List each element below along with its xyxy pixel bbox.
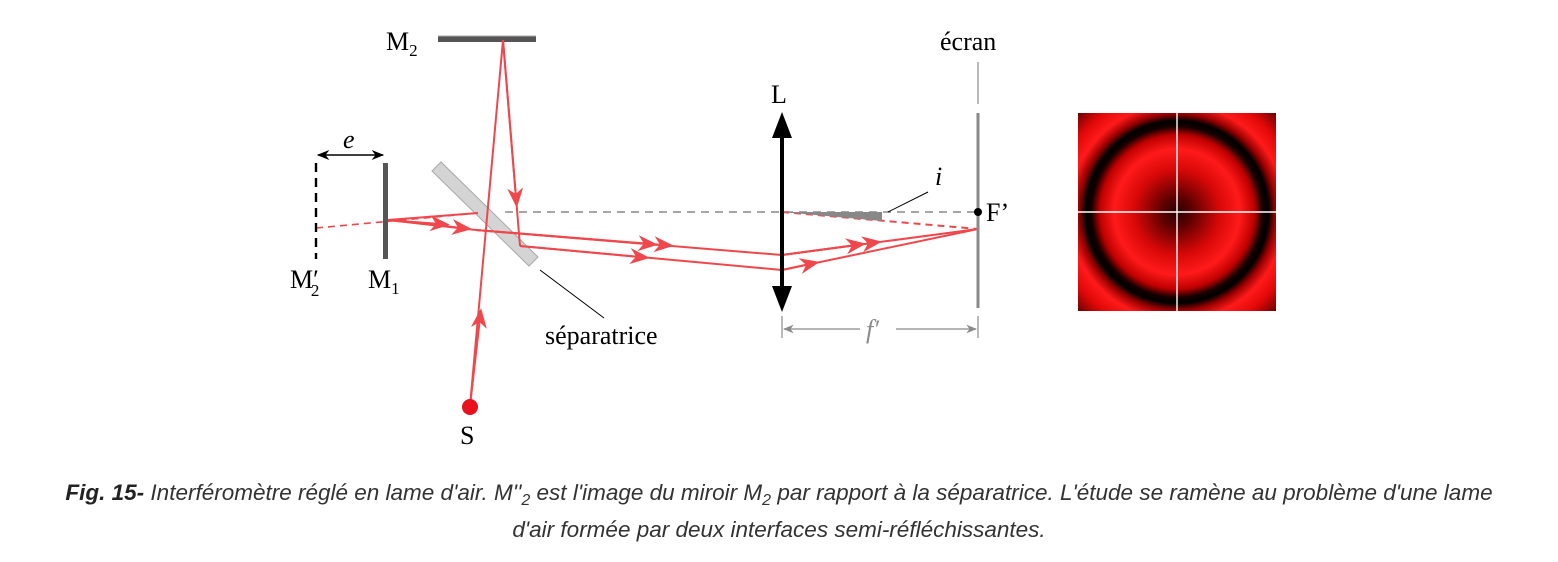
focal-point-f — [974, 208, 982, 216]
lens-l — [772, 112, 792, 312]
focal-length-dimension — [781, 316, 979, 338]
label-e: e — [343, 125, 355, 154]
figure-caption: Fig. 15- Interféromètre réglé en lame d'… — [65, 480, 1493, 542]
label-m1: M1 — [368, 265, 400, 298]
separatrice-leader — [539, 269, 605, 319]
interference-fringes — [1078, 113, 1276, 311]
label-separatrice: séparatrice — [545, 321, 658, 350]
beamsplitter — [431, 161, 539, 267]
label-angle-i: i — [935, 162, 942, 191]
label-focal-length: f′ — [866, 315, 879, 344]
label-lens: L — [771, 80, 787, 109]
label-source: S — [460, 421, 474, 450]
angle-i-wedge — [782, 212, 882, 221]
mirror-m2 — [438, 36, 536, 42]
michelson-interferometer-diagram: M2 M′2 M1 e S séparatrice L écran F’ i f… — [290, 27, 1276, 450]
mirror-m1 — [383, 163, 388, 259]
label-m2: M2 — [386, 27, 418, 60]
label-focal-point: F’ — [986, 198, 1009, 227]
label-m2-prime: M′2 — [290, 265, 319, 300]
label-screen: écran — [940, 27, 996, 56]
light-rays — [387, 39, 979, 407]
source-s — [462, 399, 478, 415]
figure-number: Fig. 15- — [65, 480, 145, 505]
